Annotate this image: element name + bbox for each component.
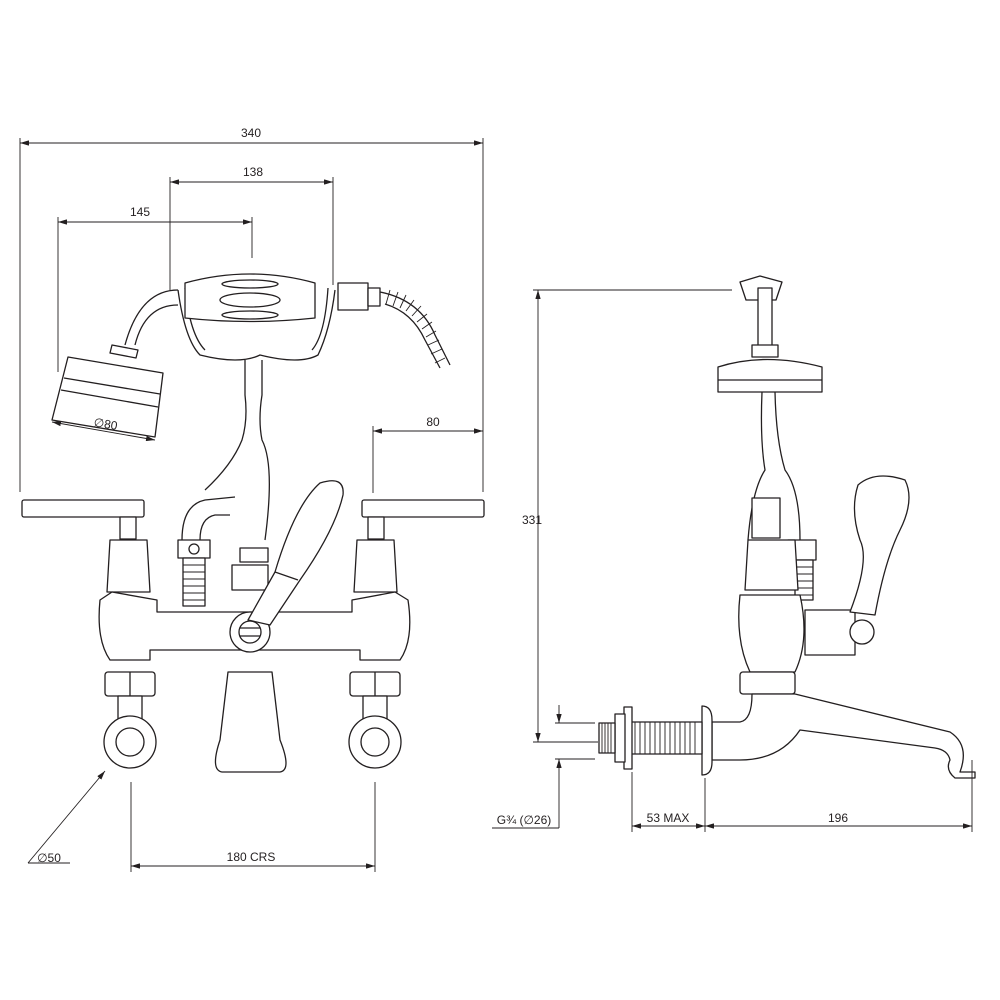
centres-label: 180 CRS bbox=[227, 850, 276, 864]
shower-head bbox=[51, 356, 164, 438]
front-spout bbox=[214, 671, 287, 773]
front-view: ∅80 bbox=[21, 273, 485, 773]
wall-flange bbox=[701, 705, 713, 776]
hose bbox=[379, 291, 451, 369]
diverter-handle bbox=[247, 480, 344, 626]
left-lever bbox=[21, 499, 145, 518]
left-inlet bbox=[103, 715, 157, 769]
overall-width-label: 340 bbox=[241, 126, 261, 140]
hose-nut bbox=[177, 539, 211, 559]
cradle bbox=[177, 289, 336, 361]
handset bbox=[184, 273, 316, 323]
inlet-diameter-label: ∅50 bbox=[37, 851, 61, 865]
side-shower-head bbox=[717, 358, 823, 393]
threaded-tail bbox=[629, 721, 703, 755]
right-lever bbox=[361, 499, 485, 518]
side-spout bbox=[711, 693, 976, 779]
wall-depth-label: 53 MAX bbox=[647, 811, 690, 825]
handset-span-label: 138 bbox=[243, 165, 263, 179]
handset-offset-label: 145 bbox=[130, 205, 150, 219]
side-dimensions: 331 G¾ (∅26) 53 MAX 196 bbox=[492, 289, 973, 832]
side-view bbox=[598, 275, 976, 779]
right-inlet bbox=[348, 715, 402, 769]
lever-reach-label: 80 bbox=[426, 415, 440, 429]
thread-label: G¾ (∅26) bbox=[497, 813, 551, 827]
spout-projection-label: 196 bbox=[828, 811, 848, 825]
shower-diameter-label: ∅80 bbox=[93, 415, 119, 433]
front-dimensions: 340 138 145 80 ∅50 180 CRS bbox=[19, 126, 484, 872]
side-body bbox=[738, 594, 805, 673]
overall-height-label: 331 bbox=[522, 513, 542, 527]
side-handle bbox=[849, 475, 910, 616]
